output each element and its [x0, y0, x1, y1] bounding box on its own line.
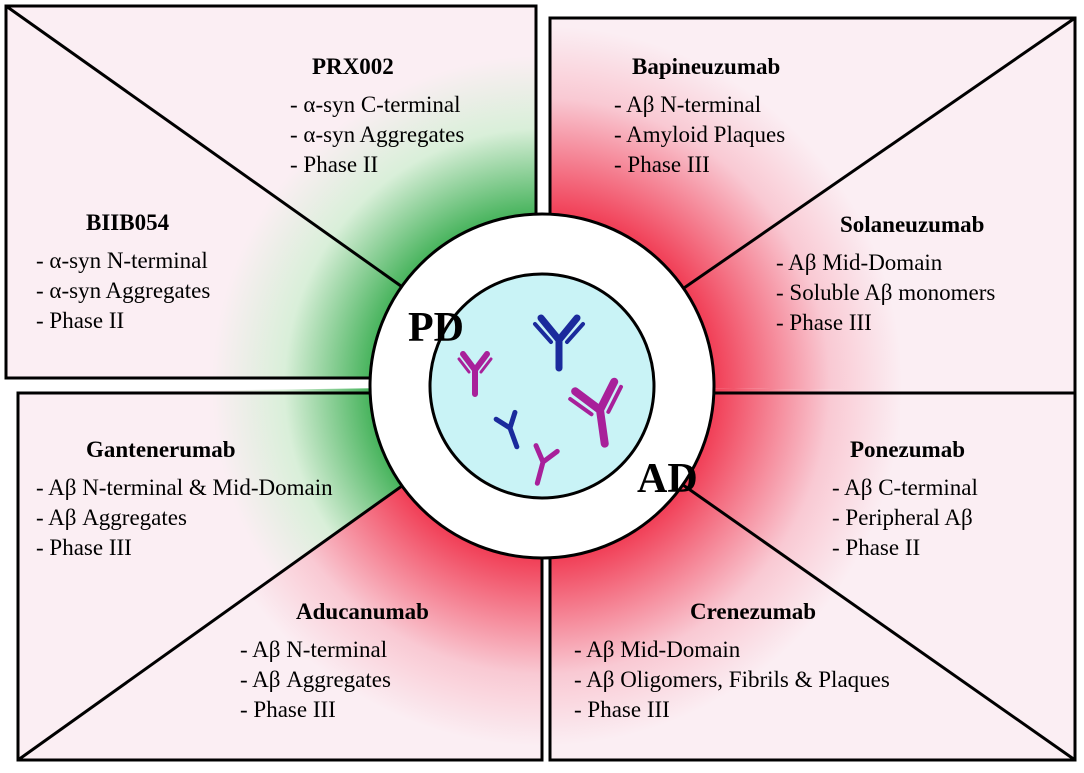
gantenerumab-item-2: - Aβ Aggregates — [36, 505, 187, 530]
crenezumab-item-3: - Phase III — [574, 697, 670, 722]
biib054-item-3: - Phase II — [36, 308, 125, 333]
antibody-icon — [457, 314, 623, 486]
solaneuzumab-item-2: - Soluble Aβ monomers — [776, 280, 996, 305]
prx002-item-2: - α-syn Aggregates — [290, 122, 465, 147]
ponezumab-panel: Ponezumab - Aβ C-terminal - Peripheral A… — [832, 435, 978, 563]
prx002-item-3: - Phase II — [290, 152, 379, 177]
solaneuzumab-item-1: - Aβ Mid-Domain — [776, 250, 943, 275]
antibody-icon-magenta-small — [533, 443, 560, 486]
biib054-item-2: - α-syn Aggregates — [36, 278, 211, 303]
solaneuzumab-title: Solaneuzumab — [840, 212, 985, 237]
antibody-icon-navy-small — [493, 409, 520, 450]
aducanumab-item-1: - Aβ N-terminal — [240, 637, 388, 662]
bapineuzumab-title: Bapineuzumab — [632, 54, 781, 79]
gantenerumab-item-1: - Aβ N-terminal & Mid-Domain — [36, 475, 333, 500]
crenezumab-item-1: - Aβ Mid-Domain — [574, 637, 741, 662]
crenezumab-title: Crenezumab — [690, 599, 817, 624]
prx002-panel: PRX002 - α-syn C-terminal - α-syn Aggreg… — [290, 52, 464, 180]
crenezumab-item-2: - Aβ Oligomers, Fibrils & Plaques — [574, 667, 890, 692]
gantenerumab-title: Gantenerumab — [86, 437, 236, 462]
antibody-icon-navy-large — [533, 314, 585, 372]
bapineuzumab-panel: Bapineuzumab - Aβ N-terminal - Amyloid P… — [614, 52, 785, 180]
aducanumab-title: Aducanumab — [296, 599, 429, 624]
aducanumab-panel: Aducanumab - Aβ N-terminal - Aβ Aggregat… — [240, 597, 429, 725]
gantenerumab-item-3: - Phase III — [36, 535, 132, 560]
biib054-item-1: - α-syn N-terminal — [36, 248, 208, 273]
ad-label: AD — [637, 456, 698, 502]
ponezumab-item-1: - Aβ C-terminal — [832, 475, 978, 500]
antibody-icon-magenta-left — [457, 351, 493, 397]
aducanumab-item-3: - Phase III — [240, 697, 336, 722]
bapineuzumab-item-2: - Amyloid Plaques — [614, 122, 786, 147]
pd-label: PD — [408, 305, 464, 351]
bapineuzumab-item-1: - Aβ N-terminal — [614, 92, 762, 117]
biib054-title: BIIB054 — [86, 210, 170, 235]
ponezumab-item-3: - Phase II — [832, 535, 921, 560]
bottom-left-border — [16, 391, 544, 762]
solaneuzumab-item-3: - Phase III — [776, 310, 872, 335]
gantenerumab-panel: Gantenerumab - Aβ N-terminal & Mid-Domai… — [36, 435, 333, 563]
prx002-item-1: - α-syn C-terminal — [290, 92, 461, 117]
solaneuzumab-panel: Solaneuzumab - Aβ Mid-Domain - Soluble A… — [776, 210, 995, 338]
prx002-title: PRX002 — [312, 54, 394, 79]
ponezumab-title: Ponezumab — [850, 437, 965, 462]
pd-top-border — [4, 4, 538, 380]
bapineuzumab-item-3: - Phase III — [614, 152, 710, 177]
crenezumab-panel: Crenezumab - Aβ Mid-Domain - Aβ Oligomer… — [574, 597, 890, 725]
aducanumab-item-2: - Aβ Aggregates — [240, 667, 391, 692]
ponezumab-item-2: - Peripheral Aβ — [832, 505, 973, 530]
center-disc — [428, 272, 656, 500]
antibody-icon-magenta-large — [568, 377, 623, 448]
biib054-panel: BIIB054 - α-syn N-terminal - α-syn Aggre… — [36, 208, 210, 336]
